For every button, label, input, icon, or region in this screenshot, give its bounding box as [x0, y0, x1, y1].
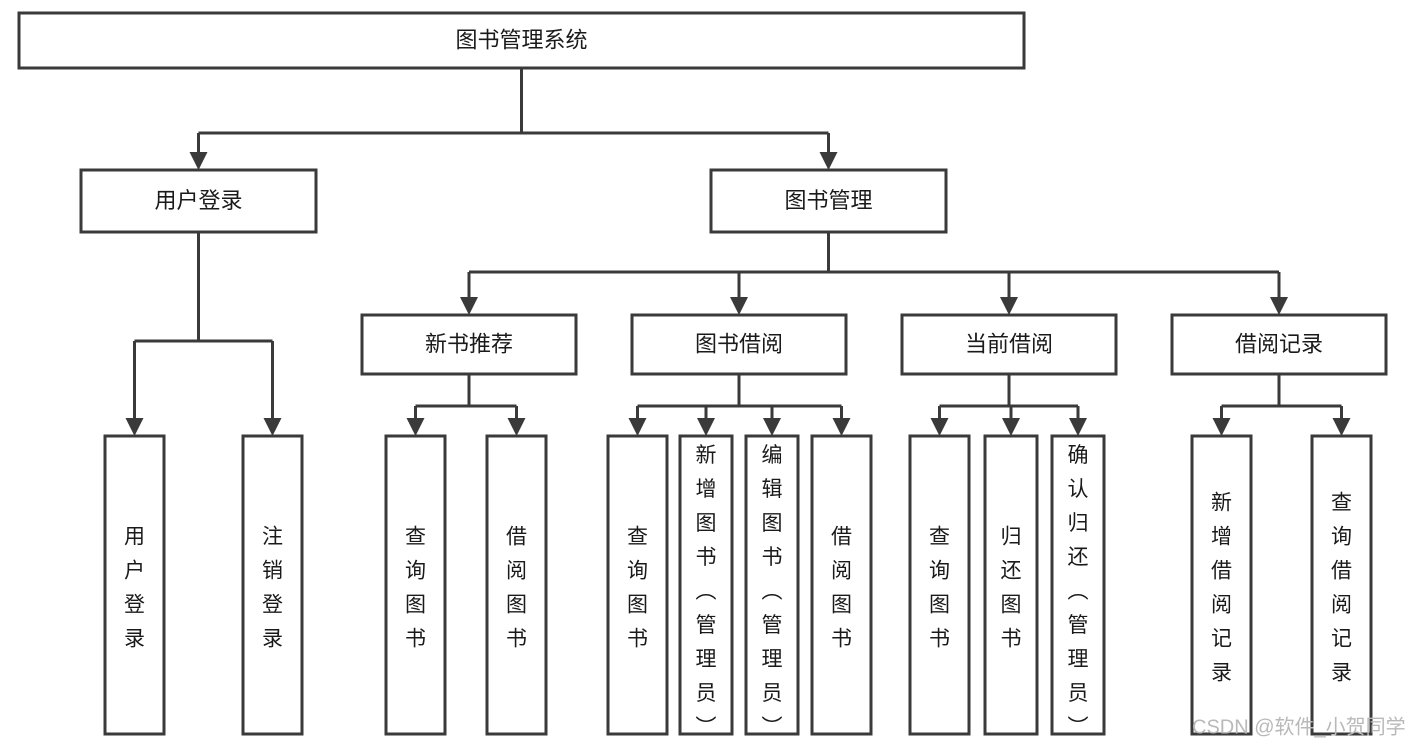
node-leaf-add-book-admin[interactable]: 新增图书︵管理员︶ [678, 434, 734, 739]
node-leaf-borrow-book[interactable]: 借阅图书 [810, 434, 873, 736]
node-label-leaf-edit-book-admin: 编辑图书︵管理员︶ [762, 444, 783, 739]
node-box-leaf-confirm-return-admin[interactable] [1050, 434, 1106, 736]
node-box-user-login[interactable] [79, 168, 318, 234]
node-box-leaf-borrow-book-rec[interactable] [485, 434, 548, 736]
node-label-leaf-user-login: 用户登录 [124, 526, 145, 651]
node-leaf-query-book-cur[interactable]: 查询图书 [908, 434, 971, 736]
node-leaf-query-book-borrow[interactable]: 查询图书 [606, 434, 669, 736]
book-borrow-arrow-1 [697, 418, 715, 436]
borrow-record-arrow-0 [1212, 418, 1231, 436]
node-label-leaf-borrow-book: 借阅图书 [831, 526, 852, 651]
node-label-book-borrow: 图书借阅 [695, 331, 783, 356]
book-manage-arrow-1 [730, 297, 748, 315]
node-leaf-borrow-book-rec[interactable]: 借阅图书 [485, 434, 548, 736]
node-box-leaf-user-login[interactable] [103, 434, 166, 736]
node-label-leaf-query-book-cur: 查询图书 [929, 526, 950, 651]
book-borrow-arrow-3 [832, 418, 851, 436]
node-label-leaf-add-borrow-record: 新增借阅记录 [1211, 492, 1232, 685]
node-box-leaf-query-book-rec[interactable] [384, 434, 447, 736]
node-box-book-borrow[interactable] [630, 313, 848, 376]
node-label-root: 图书管理系统 [455, 27, 587, 52]
book-manage-arrow-2 [1000, 297, 1018, 315]
current-borrow-arrow-1 [1002, 418, 1020, 436]
node-box-leaf-edit-book-admin[interactable] [744, 434, 800, 736]
new-book-recommend-arrow-1 [507, 418, 526, 436]
csdn-watermark: CSDN @软件_小贺同学 [1192, 715, 1405, 738]
node-label-borrow-record: 借阅记录 [1235, 331, 1323, 356]
node-borrow-record[interactable]: 借阅记录 [1170, 313, 1388, 376]
node-label-leaf-query-book-rec: 查询图书 [405, 526, 426, 651]
node-box-leaf-query-borrow-record[interactable] [1310, 434, 1373, 736]
book-manage-arrow-0 [460, 297, 478, 315]
node-label-new-book-recommend: 新书推荐 [425, 331, 513, 356]
node-label-user-login: 用户登录 [154, 188, 242, 213]
node-box-leaf-add-book-admin[interactable] [678, 434, 734, 736]
node-box-new-book-recommend[interactable] [360, 313, 578, 376]
borrow-record-arrow-1 [1332, 418, 1351, 436]
node-label-leaf-add-book-admin: 新增图书︵管理员︶ [696, 444, 717, 739]
node-label-leaf-query-borrow-record: 查询借阅记录 [1331, 492, 1352, 685]
node-label-leaf-borrow-book-rec: 借阅图书 [506, 526, 527, 651]
node-leaf-return-book[interactable]: 归还图书 [983, 434, 1039, 736]
book-manage-arrow-3 [1270, 297, 1288, 315]
node-box-leaf-return-book[interactable] [983, 434, 1039, 736]
user-login-arrow-1 [263, 418, 282, 436]
root-arrow-0 [189, 152, 208, 170]
node-label-leaf-logout: 注销登录 [262, 526, 283, 651]
node-box-leaf-borrow-book[interactable] [810, 434, 873, 736]
new-book-recommend-arrow-0 [406, 418, 425, 436]
node-box-borrow-record[interactable] [1170, 313, 1388, 376]
book-borrow-arrow-2 [763, 418, 781, 436]
node-leaf-edit-book-admin[interactable]: 编辑图书︵管理员︶ [744, 434, 800, 739]
node-label-leaf-query-book-borrow: 查询图书 [627, 526, 648, 651]
root-arrow-1 [819, 152, 838, 170]
node-book-borrow[interactable]: 图书借阅 [630, 313, 848, 376]
node-label-leaf-confirm-return-admin: 确认归还︵管理员︶ [1068, 444, 1089, 739]
user-login-arrow-0 [125, 418, 144, 436]
node-leaf-query-book-rec[interactable]: 查询图书 [384, 434, 447, 736]
node-box-current-borrow[interactable] [900, 313, 1118, 376]
node-leaf-logout[interactable]: 注销登录 [241, 434, 304, 736]
nodes-layer: 图书管理系统用户登录图书管理新书推荐图书借阅当前借阅借阅记录用户登录注销登录查询… [17, 11, 1388, 739]
node-box-book-manage[interactable] [709, 168, 948, 234]
node-leaf-query-borrow-record[interactable]: 查询借阅记录 [1310, 434, 1373, 736]
connectors-layer [125, 68, 1351, 436]
node-leaf-user-login[interactable]: 用户登录 [103, 434, 166, 736]
node-label-leaf-return-book: 归还图书 [1001, 526, 1022, 651]
node-new-book-recommend[interactable]: 新书推荐 [360, 313, 578, 376]
node-box-root[interactable] [17, 11, 1026, 70]
current-borrow-arrow-0 [930, 418, 949, 436]
node-leaf-confirm-return-admin[interactable]: 确认归还︵管理员︶ [1050, 434, 1106, 739]
node-leaf-add-borrow-record[interactable]: 新增借阅记录 [1190, 434, 1253, 736]
book-borrow-arrow-0 [628, 418, 647, 436]
node-box-leaf-add-borrow-record[interactable] [1190, 434, 1253, 736]
node-label-book-manage: 图书管理 [784, 188, 872, 213]
node-book-manage[interactable]: 图书管理 [709, 168, 948, 234]
node-box-leaf-query-book-cur[interactable] [908, 434, 971, 736]
node-current-borrow[interactable]: 当前借阅 [900, 313, 1118, 376]
node-box-leaf-logout[interactable] [241, 434, 304, 736]
node-user-login[interactable]: 用户登录 [79, 168, 318, 234]
current-borrow-arrow-2 [1069, 418, 1087, 436]
node-box-leaf-query-book-borrow[interactable] [606, 434, 669, 736]
node-label-current-borrow: 当前借阅 [965, 331, 1053, 356]
node-root[interactable]: 图书管理系统 [17, 11, 1026, 70]
